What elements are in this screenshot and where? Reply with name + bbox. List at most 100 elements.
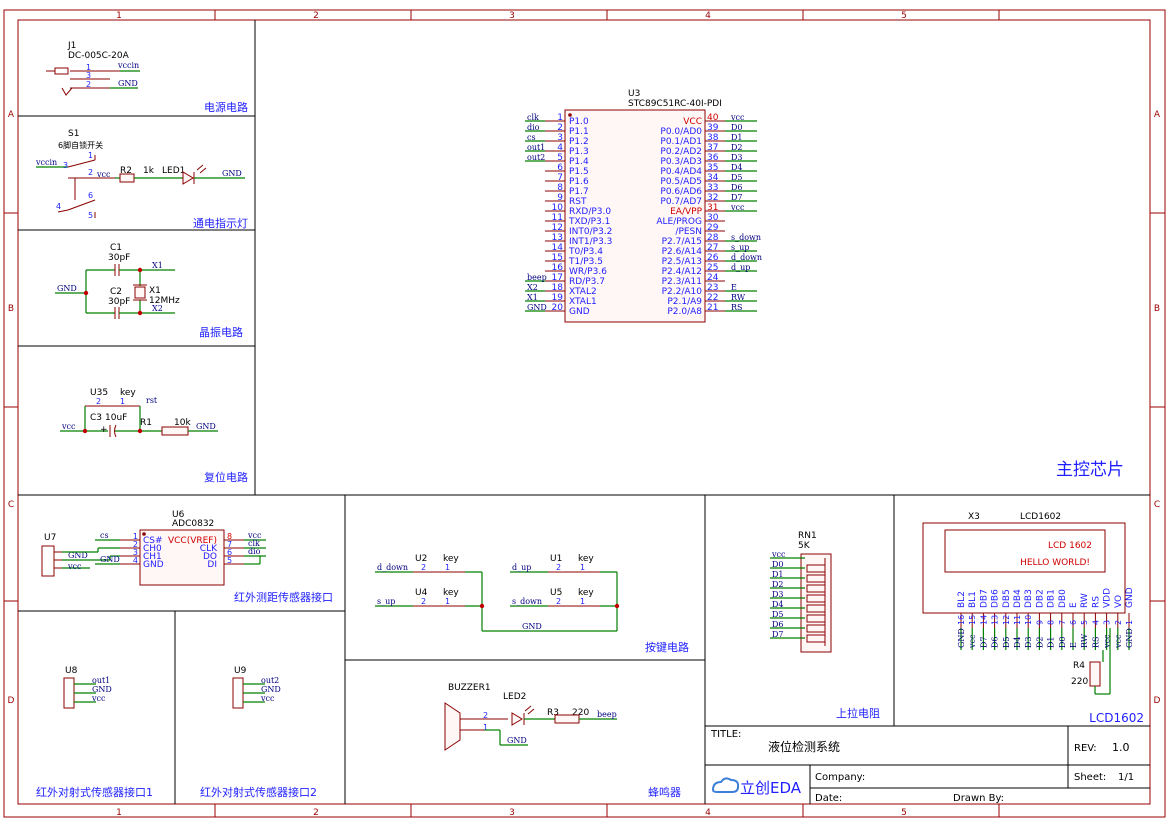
- pin-number: 3: [557, 133, 563, 143]
- net-label: GND: [522, 622, 542, 631]
- net-label: beep: [597, 710, 617, 719]
- pin-name: P0.7/AD7: [660, 197, 702, 207]
- pin-name: DO: [203, 552, 217, 562]
- net-label: D5: [1002, 636, 1011, 648]
- ref-label: U35: [90, 388, 108, 398]
- pin-name: P0.2/AD2: [660, 147, 702, 157]
- pin-name: INT1/P3.3: [569, 237, 612, 247]
- pin-number: 4: [133, 556, 138, 565]
- ref-label: U4: [415, 588, 428, 598]
- net-label: D7: [979, 636, 988, 648]
- pin-number: 1: [557, 113, 563, 123]
- pin-number: 2: [556, 563, 561, 572]
- net-label: E: [1069, 642, 1078, 648]
- frame-col-label: 5: [901, 808, 907, 818]
- pin-number: 23: [707, 283, 718, 293]
- pin-number: 2: [86, 80, 91, 89]
- value-label: 220: [572, 708, 589, 718]
- title-label: TITLE:: [710, 729, 741, 740]
- sheet-label: Sheet:: [1074, 772, 1106, 783]
- pin-name: T1/P3.5: [568, 257, 603, 267]
- pin-number: 12: [552, 223, 563, 233]
- net-label: D1: [731, 133, 743, 142]
- pin1-marker: [142, 532, 146, 536]
- value-label: ADC0832: [172, 519, 214, 529]
- net-label: cs: [100, 531, 109, 540]
- lcd-pin-name: DB1: [1047, 589, 1057, 608]
- led-arrow: [196, 164, 204, 171]
- frame-col-label: 5: [901, 11, 907, 21]
- pin-number: 1: [1125, 620, 1134, 625]
- pin-name: P2.0/A8: [667, 307, 702, 317]
- pin-name: DI: [207, 560, 217, 570]
- net-label: out1: [527, 143, 545, 152]
- pin-number: 5: [557, 153, 563, 163]
- value-label: key: [578, 588, 594, 598]
- ref-label: R1: [140, 418, 152, 428]
- section-label-mcu: 主控芯片: [1056, 460, 1124, 480]
- ref-label: S1: [68, 129, 79, 139]
- section-label-ir1: 红外对射式传感器接口1: [36, 785, 153, 799]
- net-label: dio: [248, 547, 261, 556]
- lcd-pin-name: RW: [1080, 593, 1090, 608]
- net-label: vcc: [247, 531, 262, 540]
- junction-dot: [479, 603, 485, 609]
- value-label: key: [578, 554, 594, 564]
- value-label: STC89C51RC-40I-PDI: [628, 99, 722, 109]
- net-label: RS: [1091, 636, 1100, 648]
- ref-label: U9: [234, 666, 247, 676]
- pin-number: 13: [991, 615, 1000, 625]
- pin-name: VCC: [683, 117, 702, 127]
- pin-number: 3: [133, 548, 138, 557]
- pin-number: 12: [1002, 615, 1011, 625]
- net-label: s_up: [731, 243, 749, 252]
- pin-name: CS#: [143, 536, 163, 546]
- section-label-reset: 复位电路: [204, 470, 248, 484]
- net-label: s_down: [731, 233, 761, 242]
- lcd-screen: [944, 529, 1106, 573]
- pin-number: 3: [86, 71, 91, 80]
- frame-row-label: D: [1154, 696, 1161, 706]
- pin-number: 1: [580, 597, 585, 606]
- net-label: vcc: [91, 694, 106, 703]
- resistor-body: [119, 173, 135, 183]
- pin-number: 1: [483, 723, 488, 732]
- section-label-ir-range: 红外测距传感器接口: [234, 591, 333, 604]
- pin-name: EA/VPP: [670, 207, 702, 217]
- pin-number: 6: [227, 548, 232, 557]
- pin-name: WR/P3.6: [569, 267, 607, 277]
- ref-label: C1: [110, 243, 122, 253]
- net-label: D4: [1013, 636, 1022, 648]
- pin-name: P0.5/AD5: [660, 177, 702, 187]
- value-label: DC-005C-20A: [68, 51, 130, 61]
- frame-col-label: 3: [509, 11, 515, 21]
- logo-icon: [712, 777, 740, 793]
- pin-number: 5: [227, 556, 232, 565]
- pin-number: 9: [557, 193, 563, 203]
- pin-number: 17: [552, 273, 563, 283]
- net-label: X2: [527, 283, 538, 292]
- net-label: D0: [731, 123, 743, 132]
- ref-label: R2: [120, 166, 132, 176]
- pin-number: 4: [56, 202, 61, 211]
- net-label: clk: [527, 113, 539, 122]
- lcd-pin-name: GND: [1125, 587, 1135, 608]
- value-label: 220: [1071, 677, 1088, 687]
- net-label: beep: [527, 273, 547, 282]
- net-label: vccin: [35, 158, 57, 167]
- pin-number: 14: [552, 243, 564, 253]
- pin-name: P2.6/A14: [662, 247, 703, 257]
- net-label: d_down: [731, 253, 762, 262]
- frame-row-label: B: [1154, 304, 1160, 314]
- frame-col-label: 4: [705, 11, 711, 21]
- pin-number: 1: [86, 63, 91, 72]
- pin-number: 7: [227, 540, 232, 549]
- pin-number: 35: [707, 163, 718, 173]
- pin-name: CH1: [143, 552, 162, 562]
- connector-body: [41, 545, 55, 577]
- jack-body: [54, 67, 69, 75]
- pin-name: P0.4/AD4: [660, 167, 702, 177]
- pin-number: 8: [557, 183, 563, 193]
- pin-name: P1.3: [569, 147, 589, 157]
- pin-number: 22: [707, 293, 718, 303]
